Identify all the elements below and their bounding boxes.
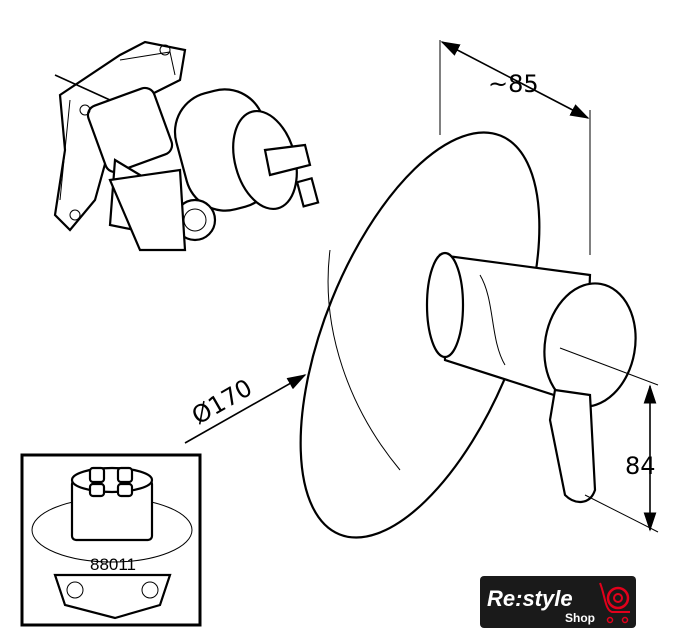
part-number: 88011 (90, 555, 136, 574)
dimension-diameter: Ø170 (184, 374, 307, 444)
restyle-shop-logo: Re:style Shop (480, 576, 636, 628)
logo-shop: Shop (565, 611, 595, 625)
dimension-depth: ~85 (439, 40, 591, 255)
lever-height-label: 84 (625, 452, 656, 480)
dimension-lever-height: 84 (559, 347, 659, 533)
valve-body-illustration (53, 40, 320, 252)
depth-label: ~85 (488, 70, 539, 98)
inset-88011: 88011 (20, 453, 202, 627)
logo-brand: Re:style (487, 586, 573, 611)
cover-plate-illustration (299, 131, 637, 539)
